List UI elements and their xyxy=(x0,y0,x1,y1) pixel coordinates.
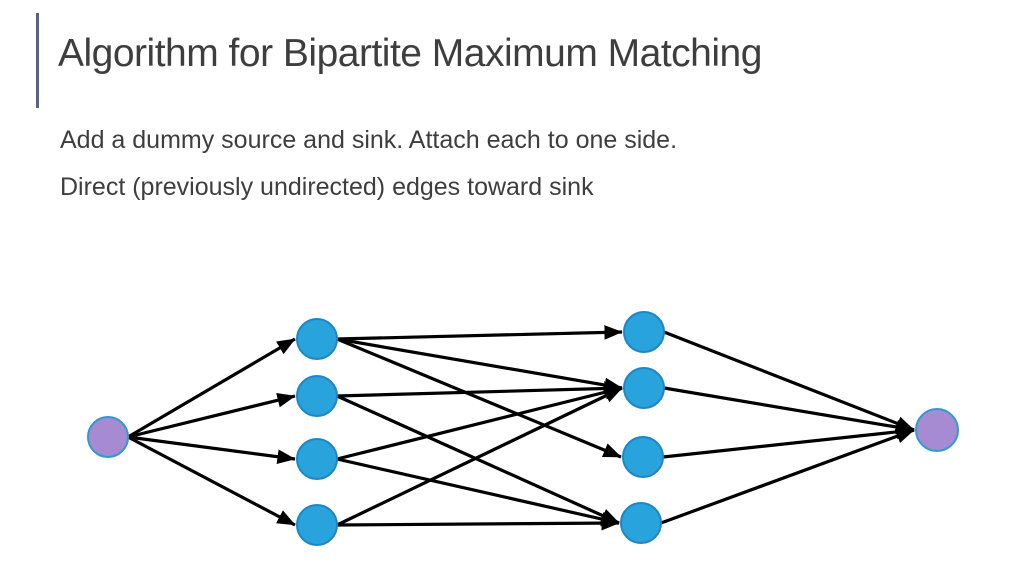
graph-edge-l2-to-r4 xyxy=(336,394,620,525)
graph-edge-r3-to-sink xyxy=(662,424,915,459)
graph-edge-l4-to-r4 xyxy=(336,515,620,531)
graph-edge-l1-to-r3 xyxy=(336,337,622,459)
graph-edge-l2-to-r2 xyxy=(336,381,623,398)
graph-edge-source-to-l4 xyxy=(127,435,296,527)
graph-edge-l3-to-r4 xyxy=(336,457,620,527)
graph-edge-source-to-l3 xyxy=(127,435,296,464)
graph-edge-source-to-l1 xyxy=(127,337,296,439)
graph-edge-r1-to-sink xyxy=(663,330,915,432)
graph-node-r1 xyxy=(623,311,665,353)
graph-node-r2 xyxy=(623,367,665,409)
body-line-2: Direct (previously undirected) edges tow… xyxy=(60,173,594,201)
graph-edge-source-to-l2 xyxy=(127,393,296,439)
graph-node-sink xyxy=(915,408,959,452)
graph-node-l2 xyxy=(296,375,338,417)
edge-layer xyxy=(127,325,915,531)
graph-node-l1 xyxy=(296,318,338,360)
graph-node-source xyxy=(87,416,129,458)
graph-node-l3 xyxy=(296,438,338,480)
graph-node-l4 xyxy=(296,504,338,546)
graph-edge-l1-to-r1 xyxy=(336,325,623,341)
title-accent-bar xyxy=(36,13,39,108)
graph-edge-l3-to-r2 xyxy=(336,385,623,461)
graph-edge-l1-to-r2 xyxy=(336,337,623,393)
node-layer xyxy=(87,311,959,546)
graph-edge-l4-to-r2 xyxy=(336,386,623,527)
graph-node-r4 xyxy=(620,502,662,544)
graph-node-r3 xyxy=(622,436,664,478)
body-line-1: Add a dummy source and sink. Attach each… xyxy=(60,126,678,154)
slide-title: Algorithm for Bipartite Maximum Matching xyxy=(58,32,762,75)
graph-edge-r4-to-sink xyxy=(660,428,915,525)
graph-edge-r2-to-sink xyxy=(663,386,915,435)
